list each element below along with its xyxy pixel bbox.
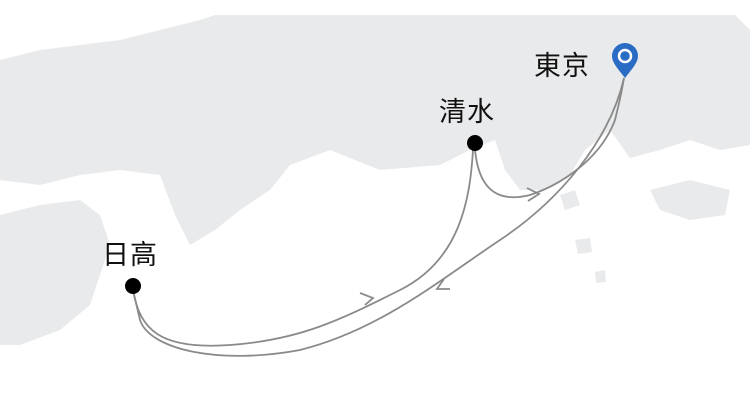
map-pin-icon xyxy=(612,43,638,78)
routes xyxy=(132,77,625,357)
port-markers xyxy=(125,43,638,294)
port-dot-icon xyxy=(467,135,483,151)
arrow-east-2 xyxy=(526,187,541,202)
route-shimizu-tokyo xyxy=(474,77,625,198)
port-label-hidaka[interactable]: 日高 xyxy=(102,240,158,271)
route-tokyo-hidaka xyxy=(132,77,625,357)
port-label-tokyo[interactable]: 東京 xyxy=(534,51,590,82)
route-hidaka-shimizu xyxy=(132,149,474,347)
port-label-shimizu[interactable]: 清水 xyxy=(439,97,495,128)
arrow-west xyxy=(435,278,450,290)
arrow-east-1 xyxy=(359,292,375,306)
land xyxy=(0,15,750,345)
port-dot-icon xyxy=(125,278,141,294)
